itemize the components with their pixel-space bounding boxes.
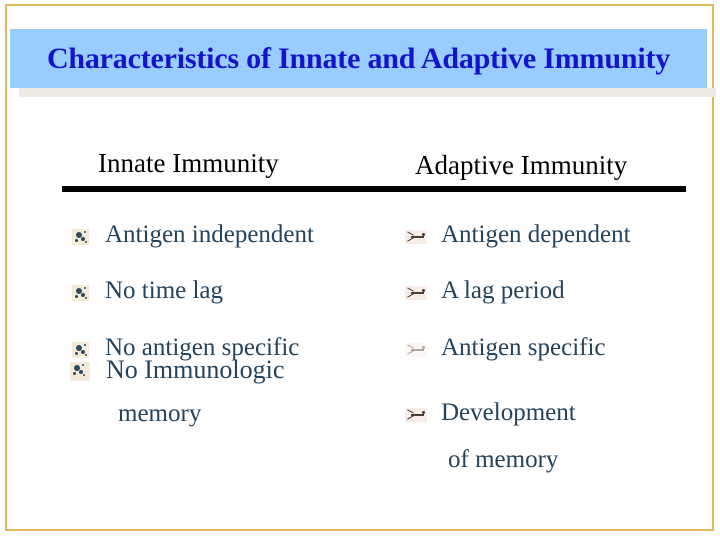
title-banner <box>10 29 707 88</box>
antibody-icon <box>405 408 427 422</box>
list-item-label: No Immunologic <box>106 355 285 384</box>
cell-microbe-icon <box>72 285 89 301</box>
list-item: Antigen dependent <box>405 222 631 247</box>
list-item: No time lag <box>72 278 223 303</box>
antibody-icon <box>405 230 427 244</box>
list-item: A lag period <box>405 278 565 303</box>
antibody-icon <box>405 286 427 300</box>
list-item-label: No time lag <box>105 277 224 304</box>
column-header-innate: Innate Immunity <box>98 148 279 178</box>
slide-title: Characteristics of Innate and Adaptive I… <box>46 41 671 75</box>
cell-microbe-icon <box>70 362 90 381</box>
list-item: Antigen specific <box>405 335 606 360</box>
list-item-label: Antigen specific <box>441 334 606 361</box>
title-banner-shadow <box>19 88 716 97</box>
list-item: Antigen independent <box>72 222 314 247</box>
list-item: No Immunologic <box>70 357 284 383</box>
list-item-continuation: of memory <box>448 446 559 473</box>
list-item-continuation: memory <box>118 400 202 427</box>
list-item: No antigen specific <box>72 335 299 360</box>
cell-microbe-icon <box>72 229 89 245</box>
list-item-label: Development <box>441 399 576 426</box>
list-item-label: No antigen specific <box>105 334 300 361</box>
list-item-label: Antigen independent <box>105 221 314 248</box>
column-header-adaptive: Adaptive Immunity <box>415 150 628 180</box>
cell-microbe-icon <box>72 342 89 358</box>
list-item-label: Antigen dependent <box>441 221 631 248</box>
list-item-label: A lag period <box>441 277 565 304</box>
list-item: Development <box>405 400 576 425</box>
header-divider-rule <box>62 186 686 192</box>
antibody-icon <box>405 343 427 357</box>
